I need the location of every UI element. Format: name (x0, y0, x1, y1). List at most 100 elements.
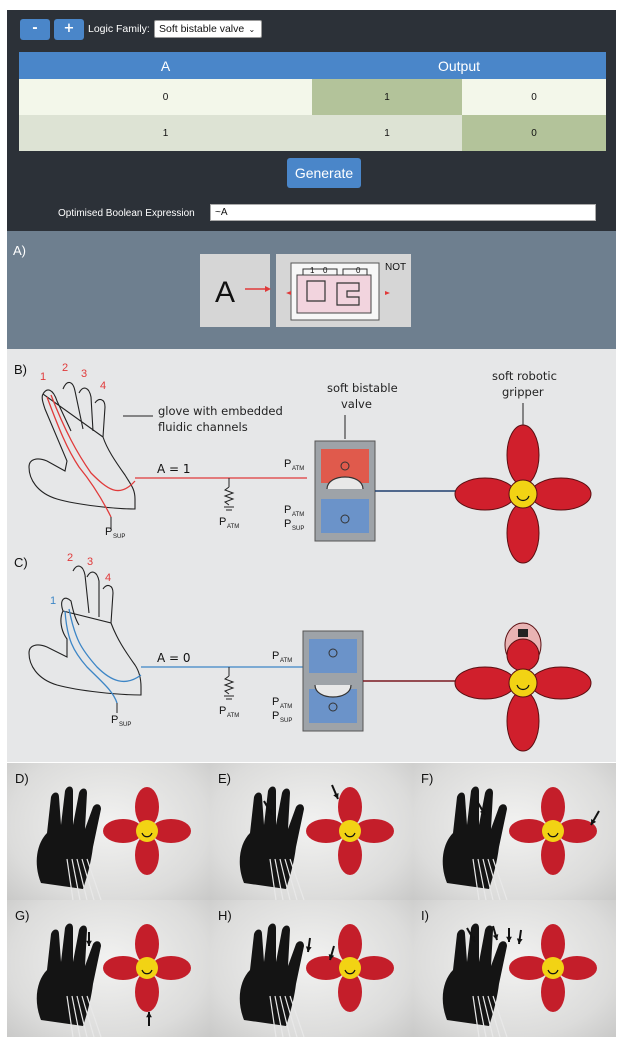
black-glove (36, 923, 101, 1026)
p-sup-label: P (111, 714, 118, 726)
photo-label: I) (421, 908, 429, 923)
photo-label: F) (421, 771, 434, 786)
valve-caption: valve (341, 397, 372, 411)
gripper-face (547, 832, 559, 838)
signal-label-b: A = 1 (157, 462, 191, 476)
panel-a-label: A) (13, 243, 26, 258)
glove-tube (492, 995, 508, 1037)
p-sup-sub: SUP (292, 526, 304, 532)
p-sup-label: P (272, 710, 279, 722)
gripper-finger (541, 835, 565, 875)
glove-tube (279, 995, 291, 1037)
gripper-finger (306, 819, 346, 843)
glove-channel-blue (64, 610, 118, 704)
annotation-arrow-head (86, 940, 92, 946)
output-cell-0[interactable]: 0 (462, 79, 606, 115)
glove-hand-outline (28, 565, 142, 696)
resistor (223, 675, 235, 695)
generate-button[interactable]: Generate (287, 158, 361, 188)
p-atm-label: P (284, 504, 291, 516)
input-cell: 0 (19, 79, 312, 115)
gripper-caption: gripper (502, 385, 544, 399)
finger-number: 4 (100, 380, 106, 392)
panel-c-label: C) (14, 555, 28, 570)
signal-label-c: A = 0 (157, 651, 191, 665)
photo-i: I) (413, 900, 616, 1037)
panel-a: A) A 1 0 0 NOT (7, 231, 616, 349)
p-sup-label: P (105, 526, 112, 538)
glove-tube (284, 858, 298, 900)
annotation-arrow-head (479, 809, 485, 815)
glove-caption: glove with embedded (158, 404, 283, 418)
glove-tube (76, 858, 88, 900)
glove-tube (289, 858, 305, 900)
gripper-face (344, 969, 356, 975)
glove-gripper-scene (442, 786, 600, 900)
photo-label: H) (218, 908, 232, 923)
gripper-finger (557, 819, 597, 843)
glove-tube (472, 858, 480, 900)
photo-d: D) (7, 763, 210, 900)
photo-label: D) (15, 771, 29, 786)
p-sup-label: P (284, 518, 291, 530)
photo-label: E) (218, 771, 231, 786)
glove-tube (274, 995, 284, 1037)
glove-tube (482, 858, 494, 900)
glove-tube (86, 858, 102, 900)
annotation-arrow-head (516, 938, 523, 944)
glove-channel-blue (68, 608, 142, 683)
glove-tube (76, 995, 88, 1037)
gripper-finger (541, 924, 565, 964)
glove-tube (269, 995, 277, 1037)
p-atm-sub: ATM (227, 524, 239, 530)
gripper-finger (151, 819, 191, 843)
logic-designer-panel: - + Logic Family: Soft bistable valve ⌄ … (7, 10, 616, 231)
valve-outlet-marker (385, 291, 390, 295)
annotation-arrow-head (492, 934, 499, 940)
gripper-face (547, 969, 559, 975)
glove-gripper-scene (239, 784, 394, 900)
valve-port-label: 1 (310, 266, 315, 275)
gripper-finger (338, 972, 362, 1012)
p-atm-sub: ATM (280, 658, 292, 664)
gripper-center (136, 957, 158, 979)
gripper-finger (135, 787, 159, 827)
gripper-face (141, 832, 153, 838)
black-glove (442, 786, 507, 889)
output-cell-1[interactable]: 1 (312, 79, 462, 115)
gripper-finger (151, 956, 191, 980)
valve-membrane (314, 684, 352, 698)
add-input-button[interactable]: + (54, 19, 84, 40)
p-atm-sub: ATM (292, 512, 304, 518)
glove-tube (71, 858, 81, 900)
output-cell-0[interactable]: 0 (462, 115, 606, 151)
remove-input-button[interactable]: - (20, 19, 50, 40)
glove-channel-1 (46, 396, 112, 518)
resistor (223, 486, 235, 506)
gripper-finger (338, 787, 362, 827)
valve-caption: soft bistable (327, 381, 398, 395)
glove-gripper-scene (442, 923, 597, 1037)
glove-tube (284, 995, 298, 1037)
p-atm-label: P (272, 696, 279, 708)
p-atm-label: P (219, 705, 226, 717)
finger-number: 1 (40, 371, 46, 383)
p-sup-sub: SUP (113, 534, 125, 540)
glove-gripper-scene (239, 923, 394, 1037)
gripper-finger (306, 956, 346, 980)
gripper-finger (541, 787, 565, 827)
annotation-arrow-head (328, 954, 335, 960)
gripper-caption: soft robotic (492, 369, 557, 383)
gripper-finger (509, 819, 549, 843)
valve-inlet-marker (286, 291, 291, 295)
table-row: 1 1 0 (19, 115, 606, 151)
expression-field[interactable]: ~A (210, 204, 596, 221)
gripper-finger (135, 835, 159, 875)
output-cell-1[interactable]: 1 (312, 115, 462, 151)
gripper-finger (338, 924, 362, 964)
photo-g: G) (7, 900, 210, 1037)
gripper-face (141, 969, 153, 975)
gripper-finger (135, 972, 159, 1012)
logic-family-select[interactable]: Soft bistable valve ⌄ (154, 20, 262, 38)
photo-label: G) (15, 908, 30, 923)
